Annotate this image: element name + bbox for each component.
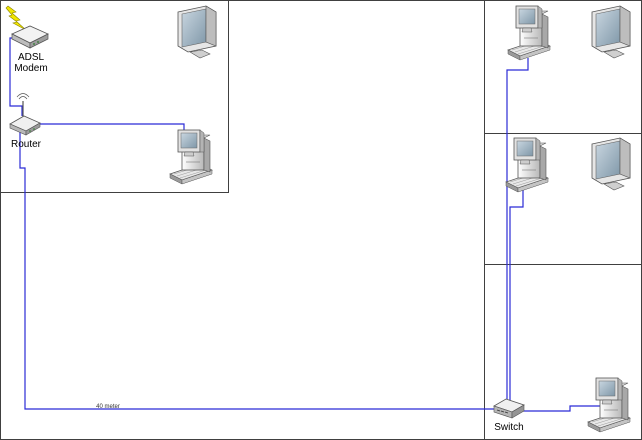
office-room-left <box>0 0 229 193</box>
router-to-switch-cable <box>19 132 495 410</box>
lightning-bolt-icon <box>5 5 27 31</box>
network-switch-icon[interactable] <box>493 398 525 419</box>
switch-to-lower-pc-cable <box>521 405 600 412</box>
monitor-icon[interactable] <box>177 5 217 59</box>
desktop-pc-icon[interactable] <box>169 129 213 185</box>
router-icon[interactable] <box>9 93 41 136</box>
switch-to-middle-pc-cable <box>509 180 524 404</box>
monitor-icon[interactable] <box>591 137 631 191</box>
router-to-office-pc-cable <box>28 123 185 136</box>
desktop-pc-icon[interactable] <box>505 137 549 193</box>
modem-to-router-cable <box>9 37 23 116</box>
router-label: Router <box>10 139 41 150</box>
monitor-icon[interactable] <box>591 5 631 59</box>
network-cables <box>9 37 600 412</box>
modem-label: ADSL Modem <box>14 52 48 74</box>
adsl-modem-icon[interactable] <box>11 25 49 49</box>
desktop-pc-icon[interactable] <box>507 5 551 61</box>
switch-to-upper-pc-cable <box>506 58 529 404</box>
cable-length-label: 40 meter <box>96 404 120 410</box>
desktop-pc-icon[interactable] <box>587 377 631 433</box>
switch-label: Switch <box>494 422 524 433</box>
